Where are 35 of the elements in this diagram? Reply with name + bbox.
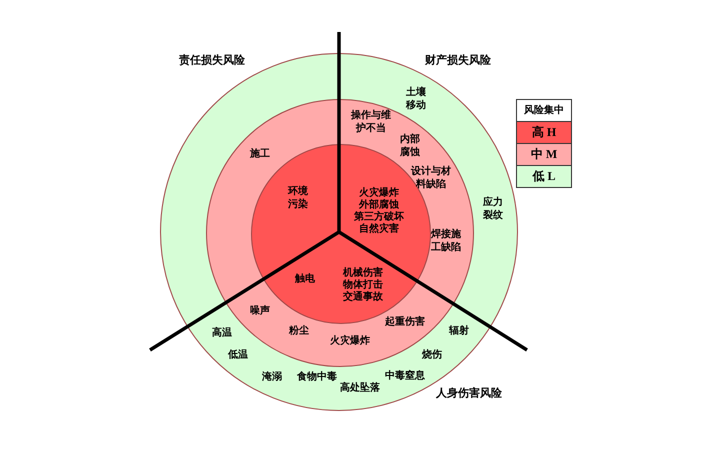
- risk-item: 火灾爆炸: [359, 186, 399, 198]
- risk-item: 粉尘: [289, 324, 309, 338]
- risk-item: 交通事故: [343, 290, 383, 304]
- risk-item: 操作与维护不当: [350, 109, 392, 135]
- sector-title: 人身伤害风险: [436, 386, 502, 400]
- risk-item: 机械伤害: [343, 266, 383, 279]
- risk-item: 食物中毒: [297, 370, 337, 384]
- risk-item: 土壤移动: [406, 86, 426, 112]
- risk-item: 物体打击: [343, 278, 383, 290]
- risk-item: 起重伤害: [385, 316, 425, 328]
- risk-item: 触电: [295, 272, 315, 286]
- risk-item: 低温: [228, 348, 248, 362]
- risk-item: 第三方破坏: [354, 210, 404, 222]
- risk-item: 施工: [250, 148, 270, 160]
- risk-item: 内部腐蚀: [400, 133, 420, 159]
- risk-item: 焊接施工缺陷: [430, 228, 462, 254]
- risk-item: 辐射: [449, 324, 469, 338]
- risk-item: 应力裂纹: [482, 196, 504, 222]
- legend-swatch: 中 M: [517, 143, 571, 165]
- legend-heading: 风险集中: [523, 104, 565, 118]
- risk-item: 设计与材料缺陷: [410, 165, 452, 191]
- risk-item: 高温: [212, 326, 232, 340]
- risk-item: 高处坠落: [340, 382, 380, 394]
- sector-title: 财产损失风险: [425, 52, 491, 68]
- risk-item: 烧伤: [422, 348, 442, 362]
- risk-item: 火灾爆炸: [330, 334, 370, 348]
- sector-title: 责任损失风险: [179, 52, 245, 68]
- risk-item: 自然灾害: [359, 222, 399, 236]
- legend-swatch: 高 H: [517, 121, 571, 143]
- legend-swatch: 低 L: [517, 165, 571, 187]
- risk-item: 外部腐蚀: [359, 198, 399, 210]
- risk-item: 中毒窒息: [385, 370, 425, 382]
- risk-item: 噪声: [250, 304, 270, 318]
- risk-item: 淹溺: [262, 370, 282, 384]
- risk-item: 环境污染: [288, 185, 308, 211]
